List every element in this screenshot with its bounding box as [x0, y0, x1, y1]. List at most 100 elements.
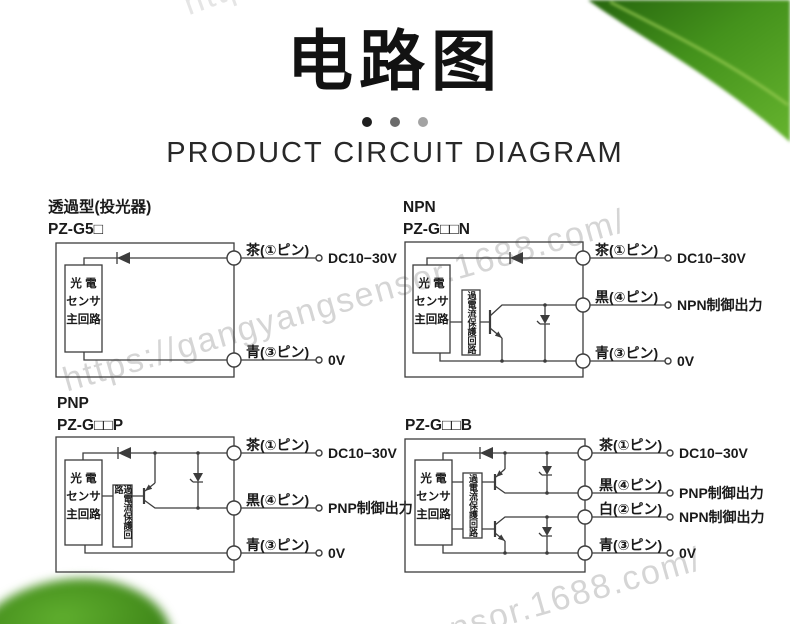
- wire-vplus: [82, 452, 227, 460]
- pin-label-brown: 茶(①ピン): [598, 437, 662, 453]
- wire-output: [143, 499, 227, 509]
- reverse-diode: [480, 447, 493, 459]
- signal-label-output: NPN制御出力: [677, 297, 763, 313]
- reverse-diode: [118, 447, 131, 459]
- diagram-type-label: 透過型(投光器): [48, 197, 151, 216]
- zener-diode: [542, 466, 552, 475]
- signal-label-pnp-output: PNP制御出力: [679, 485, 764, 501]
- signal-label-output: PNP制御出力: [328, 500, 413, 516]
- protection-box-label: 過電流保護回路: [113, 485, 133, 539]
- signal-label-0v: 0V: [679, 545, 697, 561]
- external-wires: [241, 257, 316, 361]
- wire-output-pnp: [494, 485, 578, 494]
- transistor-pnp-emitter: [495, 468, 506, 478]
- junction-dot: [545, 491, 549, 495]
- zener-diode: [193, 473, 203, 482]
- symbols: [117, 252, 130, 264]
- terminal-circle-blue: [226, 352, 242, 368]
- outer-box: [404, 241, 584, 378]
- signal-terminal: [315, 356, 323, 364]
- junction-dot: [196, 451, 200, 455]
- signal-terminal: [664, 301, 672, 309]
- circuit-diagram-npn: NPN PZ-G□□N: [403, 199, 763, 378]
- title-dots: [0, 117, 790, 127]
- protection-box-label: 過電流保護回路: [466, 291, 477, 354]
- zener-bar: [536, 320, 550, 325]
- wire-vplus: [442, 452, 578, 460]
- wire-vplus: [426, 257, 576, 265]
- terminal-circle-black: [226, 500, 242, 516]
- terminal-circle-brown: [226, 445, 242, 461]
- zener-diode: [542, 527, 552, 536]
- junction-dot: [503, 551, 507, 555]
- signal-label-power: DC10−30V: [328, 250, 398, 266]
- pin-label-black: 黒(④ピン): [599, 477, 662, 493]
- junction-dot: [545, 451, 549, 455]
- page-title: 电路图: [287, 23, 503, 100]
- signal-label-0v: 0V: [677, 353, 695, 369]
- reverse-diode: [117, 252, 130, 264]
- transistor-npn-emitter: [494, 532, 506, 542]
- sensor-box-label: 主回路: [416, 507, 451, 521]
- signal-terminal: [666, 549, 674, 557]
- protection-box-label: 過電流保護回路: [468, 474, 478, 537]
- pin-label-blue: 青(③ピン): [599, 537, 662, 553]
- reverse-diode: [510, 252, 523, 264]
- junction-dot: [543, 303, 547, 307]
- terminal-circle-black: [577, 485, 593, 501]
- transistor-npn-emitter: [489, 327, 503, 339]
- sensor-box-label: 主回路: [66, 312, 101, 326]
- terminal-circle-blue: [226, 545, 242, 561]
- signal-label-power: DC10−30V: [677, 250, 747, 266]
- zener-bar: [538, 471, 552, 476]
- junction-dot: [545, 551, 549, 555]
- wire-output: [489, 304, 576, 317]
- signal-terminal: [315, 504, 323, 512]
- terminal-circle-brown: [226, 250, 242, 266]
- leaf-vein: [609, 0, 789, 107]
- signal-label-0v: 0V: [328, 545, 346, 561]
- pin-label-white: 白(②ピン): [599, 501, 662, 517]
- sensor-box: [412, 264, 451, 354]
- transistor-pnp-emitter: [144, 482, 156, 492]
- junction-dot: [503, 451, 507, 455]
- diagram-type-label: NPN: [403, 199, 436, 216]
- pin-label-blue: 青(③ピン): [246, 344, 309, 360]
- signal-label-npn-output: NPN制御出力: [679, 509, 765, 525]
- diagram-model: PZ-G□□N: [403, 221, 470, 238]
- leaf-shape: [588, 0, 790, 142]
- sensor-box-label: センサ: [66, 490, 101, 503]
- wire-0v: [442, 545, 578, 554]
- dot-medium: [390, 117, 400, 127]
- sensor-box-label: 光 電: [69, 276, 97, 290]
- symbols: [500, 252, 550, 363]
- base-links: [452, 481, 495, 530]
- symbols: [480, 447, 552, 555]
- circuit-wiring: [55, 242, 316, 378]
- dot-light: [418, 117, 428, 127]
- diagram-type-label: PNP: [57, 395, 89, 412]
- circuit-diagram-pnp: PNP PZ-G□□P: [55, 395, 413, 573]
- signal-terminal: [664, 254, 672, 262]
- terminal-circle-blue: [577, 545, 593, 561]
- sensor-box-label: 光 電: [69, 471, 97, 485]
- terminals: [575, 250, 672, 369]
- diagram-model: PZ-G5□: [48, 221, 104, 238]
- signal-terminal: [666, 513, 674, 521]
- zener-bar: [538, 532, 552, 537]
- terminal-circle-brown: [575, 250, 591, 266]
- signal-label-power: DC10−30V: [328, 445, 398, 461]
- leaf-decoration-top-right: [588, 0, 790, 142]
- wire-output-npn: [494, 516, 578, 526]
- signal-terminal: [666, 449, 674, 457]
- signal-terminal: [315, 549, 323, 557]
- external-wires: [592, 452, 667, 554]
- outer-box: [55, 242, 235, 378]
- sensor-box: [414, 459, 453, 546]
- pin-label-blue: 青(③ピン): [246, 537, 309, 553]
- signal-terminal: [666, 489, 674, 497]
- external-wires: [590, 257, 665, 362]
- junction-dot: [196, 506, 200, 510]
- pin-label-brown: 茶(①ピン): [245, 242, 309, 258]
- signal-terminal: [664, 357, 672, 365]
